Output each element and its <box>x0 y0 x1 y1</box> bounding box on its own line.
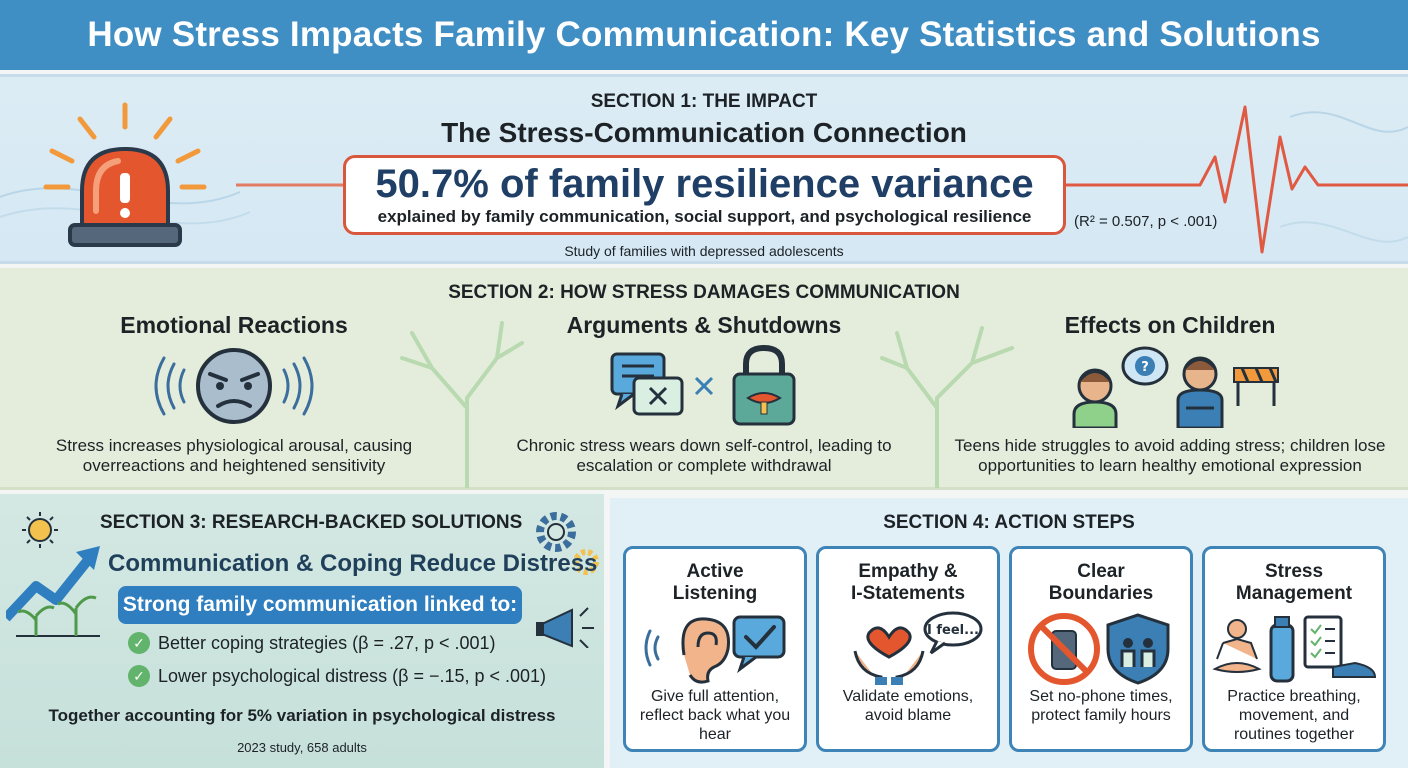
heart-hands-icon: I feel... <box>853 611 983 685</box>
section-2-eyebrow: SECTION 2: HOW STRESS DAMAGES COMMUNICAT… <box>448 282 960 303</box>
regression-detail: (R² = 0.507, p < .001) <box>1074 213 1218 230</box>
ear-check-icon <box>644 615 786 684</box>
page-header: How Stress Impacts Family Communication:… <box>0 0 1408 70</box>
column-text: Chronic stress wears down self-control, … <box>516 436 892 475</box>
damage-column-arguments: Arguments & Shutdowns Chronic stress wea… <box>484 312 924 475</box>
card-text: Practice breathing, movement, and routin… <box>1227 688 1361 743</box>
column-title: Arguments & Shutdowns <box>566 312 842 338</box>
combined-effect: Together accounting for 5% variation in … <box>48 706 556 725</box>
card-text: Give full attention, reflect back what y… <box>639 688 791 743</box>
column-text: Stress increases physiological arousal, … <box>55 436 413 475</box>
siren-alert-icon <box>43 102 207 247</box>
benefit-text: Lower psychological distress (β = −.15, … <box>158 665 547 686</box>
check-icon: ✓ <box>128 632 150 654</box>
damage-column-emotional: Emotional Reactions Stress increases phy… <box>14 312 454 475</box>
page-title: How Stress Impacts Family Communication:… <box>87 15 1321 54</box>
action-card-empathy: Empathy &I-Statements I feel... Validate… <box>816 546 1000 752</box>
benefit-item: ✓ Better coping strategies (β = .27, p <… <box>128 632 496 654</box>
column-title: Effects on Children <box>1064 312 1276 338</box>
growth-chart-icon <box>6 512 100 637</box>
study-note: Study of families with depressed adolesc… <box>564 243 844 259</box>
section-solutions: SECTION 3: RESEARCH-BACKED SOLUTIONS Com… <box>0 494 604 768</box>
children-barrier-icon: ? <box>1072 346 1279 428</box>
communication-benefits-banner: Strong family communication linked to: <box>118 586 522 624</box>
meditation-icon <box>1212 615 1377 683</box>
card-text: Set no-phone times, protect family hours <box>1029 688 1173 724</box>
section-damage: SECTION 2: HOW STRESS DAMAGES COMMUNICAT… <box>0 268 1408 490</box>
resilience-stat: 50.7% of family resilience variance <box>375 162 1034 206</box>
column-title: Emotional Reactions <box>120 312 348 338</box>
bubble-text: I feel... <box>927 623 979 638</box>
card-title: Empathy &I-Statements <box>850 561 966 604</box>
column-text: Teens hide struggles to avoid adding str… <box>954 436 1386 475</box>
section-3-heading: Communication & Coping Reduce Distress <box>108 550 598 577</box>
tree-decoration-icon <box>400 321 524 488</box>
resilience-stat-box: 50.7% of family resilience variance expl… <box>343 155 1066 235</box>
card-text: Validate emotions, avoid blame <box>842 688 974 724</box>
angry-face-icon <box>154 348 314 424</box>
section-4-eyebrow: SECTION 4: ACTION STEPS <box>883 512 1135 533</box>
section-impact: SECTION 1: THE IMPACT The Stress-Communi… <box>0 74 1408 264</box>
no-phone-shield-icon <box>1028 613 1170 685</box>
check-icon: ✓ <box>128 665 150 687</box>
benefit-text: Better coping strategies (β = .27, p < .… <box>158 632 496 653</box>
study-citation: 2023 study, 658 adults <box>237 740 367 755</box>
damage-column-children: Effects on Children ? Teens hide struggl… <box>950 312 1390 475</box>
svg-text:?: ? <box>1141 360 1149 375</box>
benefit-item: ✓ Lower psychological distress (β = −.15… <box>128 665 546 687</box>
section-1-heading: The Stress-Communication Connection <box>441 117 967 148</box>
section-1-eyebrow: SECTION 1: THE IMPACT <box>590 91 818 112</box>
chat-lock-icon <box>610 344 796 426</box>
heartbeat-line-icon <box>236 105 1408 254</box>
section-3-eyebrow: SECTION 3: RESEARCH-BACKED SOLUTIONS <box>100 512 523 533</box>
gears-megaphone-icon <box>536 512 599 648</box>
resilience-stat-subtitle: explained by family communication, socia… <box>377 207 1032 226</box>
tree-decoration-icon <box>880 326 1014 488</box>
